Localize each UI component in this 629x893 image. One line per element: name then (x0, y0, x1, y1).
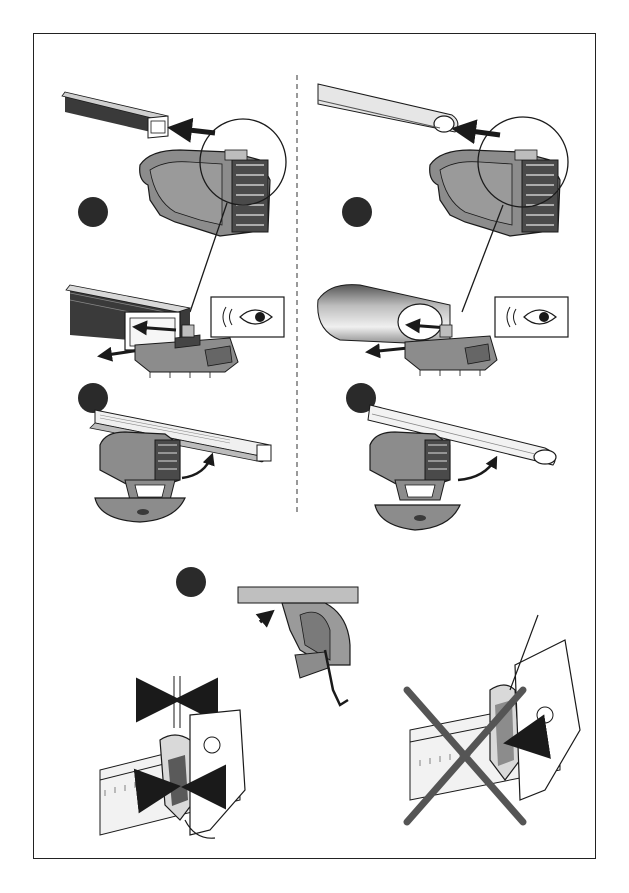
roof-foot (140, 150, 270, 236)
eye-icon (211, 297, 284, 337)
eye-icon (495, 297, 568, 337)
insert-arrow (456, 129, 500, 135)
square-bar-detail (66, 285, 190, 350)
panel-round-bar-insert (318, 84, 568, 376)
aero-bar (318, 84, 458, 132)
insert-arrow (172, 128, 215, 133)
roof-foot (370, 432, 450, 500)
square-bar (62, 92, 168, 138)
roof-foot (100, 432, 180, 500)
roof-rail (238, 587, 358, 603)
panel-hex-key-tighten (238, 587, 358, 705)
panel-round-bar-mount (368, 405, 556, 530)
rotate-arrow (458, 458, 496, 480)
panel-clamp-gap-correct (100, 676, 245, 838)
panel-square-bar-mount (90, 410, 271, 522)
panel-square-bar-insert (62, 92, 286, 378)
aero-bar-detail (318, 285, 450, 345)
panel-clamp-gap-wrong (407, 615, 580, 822)
rotate-arrow (182, 455, 212, 478)
roof-foot (430, 150, 560, 236)
